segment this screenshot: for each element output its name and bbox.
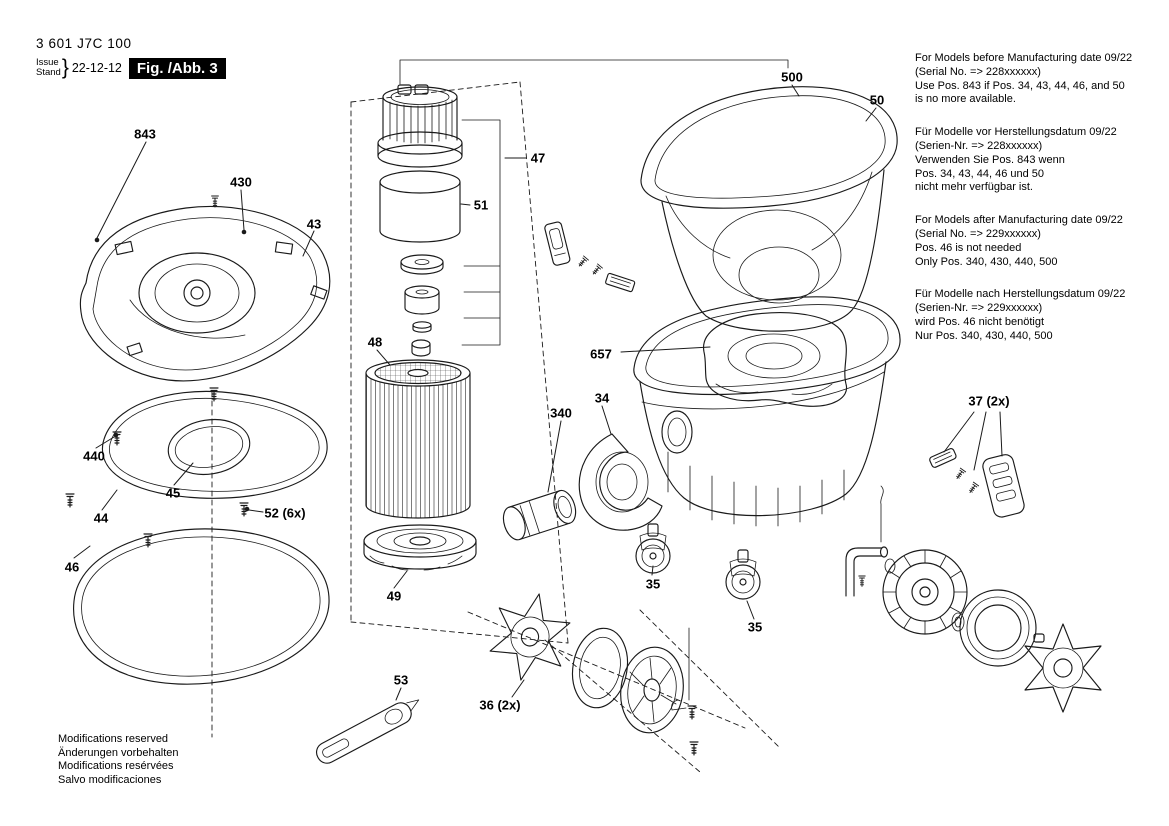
issue-label: Issue: [36, 57, 59, 68]
axle-elbow: [845, 546, 896, 597]
part-label-45: 45: [165, 485, 181, 501]
foam-filter-51: [379, 170, 461, 243]
washer-discs: [400, 254, 444, 357]
seal-44: [101, 390, 328, 499]
tank-body-34: [633, 296, 901, 543]
part-label-46: 46: [64, 559, 80, 575]
note-german-after: Für Modelle nach Herstellungsdatum 09/22…: [915, 288, 1126, 342]
part-label-35: 35: [645, 576, 661, 592]
wheel-hub-right: [882, 549, 968, 635]
notes-column: For Models before Manufacturing date 09/…: [915, 52, 1167, 344]
part-label-50: 50: [869, 92, 885, 108]
hubcap-right: [1024, 623, 1102, 713]
part-label-53: 53: [393, 672, 409, 688]
note-english-before: For Models before Manufacturing date 09/…: [915, 52, 1133, 106]
coupling-340: [502, 489, 577, 541]
tool-53: [315, 699, 420, 764]
latch-hardware: [544, 221, 636, 293]
ring-45: [167, 418, 251, 476]
part-label-500: 500: [781, 69, 803, 85]
issue-stand-labels: Issue Stand: [36, 58, 61, 78]
stand-label: Stand: [36, 67, 61, 78]
main-filter-48: [365, 359, 471, 519]
leader-lines: [73, 84, 1003, 701]
part-label-440: 440: [83, 448, 105, 464]
modifications-note: Modifications reserved Änderungen vorbeh…: [58, 733, 179, 786]
note-english-after: For Models after Manufacturing date 09/2…: [915, 214, 1123, 268]
note-german-before: Für Modelle vor Herstellungsdatum 09/22 …: [915, 126, 1117, 194]
part-label-44: 44: [93, 510, 109, 526]
parts-37: [929, 448, 1025, 518]
part-label-49: 49: [386, 588, 402, 604]
seal-46: [73, 528, 330, 685]
issue-date: 22-12-12: [71, 61, 122, 75]
cowl-34: [578, 433, 663, 531]
bracket-47: [461, 119, 501, 346]
tire-right: [959, 589, 1045, 667]
lid-cover-43: [79, 195, 331, 382]
part-label-51: 51: [473, 197, 489, 213]
part-label-430: 430: [230, 174, 252, 190]
caster-35-right: [725, 549, 761, 600]
part-label-48: 48: [367, 334, 383, 350]
filter-cap: [377, 84, 463, 168]
brace-glyph: }: [61, 56, 69, 79]
part-label-340: 340: [550, 405, 572, 421]
container-50: [640, 86, 898, 332]
figure-label: Fig. /Abb. 3: [128, 57, 226, 79]
part-label-36: 36 (2x): [479, 697, 521, 713]
filter-bag-657: [703, 312, 848, 407]
axle-screws: [671, 627, 699, 756]
part-label-37: 37 (2x): [968, 393, 1010, 409]
wheel-left: [620, 646, 684, 734]
tire-left: [571, 627, 629, 709]
part-label-843: 843: [134, 126, 156, 142]
title-block: 3 601 J7C 100 Issue Stand } 22-12-12 Fig…: [36, 36, 226, 80]
bottom-plate-49: [363, 524, 477, 571]
part-label-34: 34: [594, 390, 610, 406]
part-label-43: 43: [306, 216, 322, 232]
part-label-657: 657: [590, 346, 612, 362]
document-number: 3 601 J7C 100: [36, 36, 132, 51]
part-label-47: 47: [530, 150, 546, 166]
part-label-35: 35: [747, 619, 763, 635]
part-label-52: 52 (6x): [264, 505, 306, 521]
hubcap-left: [484, 585, 576, 689]
